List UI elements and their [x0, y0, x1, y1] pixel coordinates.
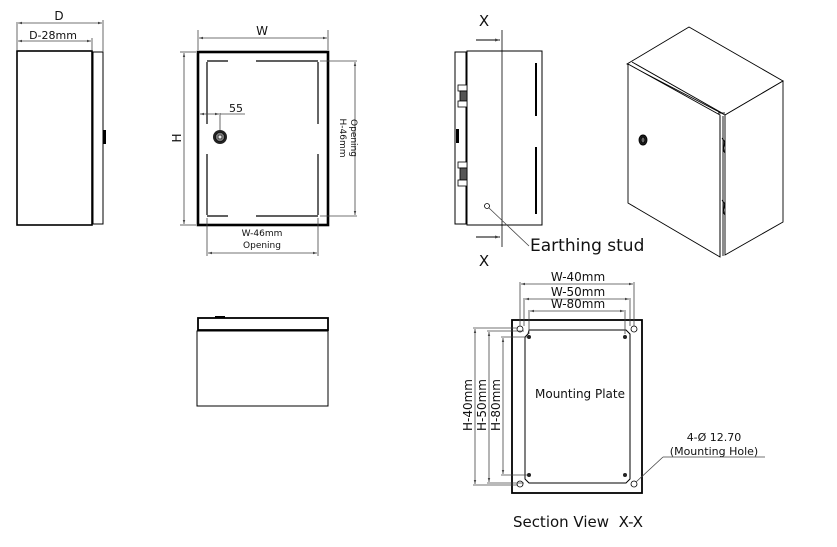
- mounting-hole-icon: [516, 480, 524, 488]
- bottom-lock: [215, 316, 225, 318]
- side-view: D D-28mm: [16, 9, 106, 226]
- right-view: X X Earthing stud: [454, 12, 644, 270]
- bottom-view: [196, 316, 329, 407]
- side-body: [16, 50, 93, 226]
- dim-55-label: 55: [229, 102, 243, 115]
- mounting-plate: [524, 329, 631, 484]
- earthing-stud-icon: [484, 203, 490, 209]
- mounting-plate-label: Mounting Plate: [535, 387, 625, 401]
- right-door: [454, 51, 467, 225]
- iso-lock-icon: [638, 134, 648, 146]
- dim-h-40-label: H-40mm: [461, 379, 475, 431]
- side-door: [92, 51, 104, 225]
- mounting-hole-icon: [630, 325, 638, 333]
- side-lock: [103, 130, 106, 144]
- iso-side: [724, 80, 784, 256]
- dim-w-50-label: W-50mm: [551, 285, 605, 299]
- hinge-icon: [457, 161, 468, 187]
- dim-h-opening-label: H-46mm: [337, 118, 347, 157]
- section-marker-top: X: [479, 12, 489, 30]
- section-view: W-40mm W-50mm W-80mm H-40mm H-50mm H-80m…: [461, 270, 765, 531]
- dim-w-80-label: W-80mm: [551, 297, 605, 311]
- isometric-view: [626, 26, 784, 258]
- section-view-title: Section View X-X: [513, 513, 643, 531]
- lock-icon: [213, 130, 227, 144]
- dim-w-opening-label-2: Opening: [243, 241, 281, 251]
- right-body: [466, 50, 543, 226]
- section-body: [511, 319, 643, 494]
- plate-stud-icon: [527, 473, 531, 477]
- dim-h-50-label: H-50mm: [475, 379, 489, 431]
- plate-stud-icon: [623, 473, 627, 477]
- dim-w-label: W: [256, 24, 268, 38]
- dim-h-80-label: H-80mm: [489, 379, 503, 431]
- dim-d-28-label: D-28mm: [29, 29, 77, 42]
- dim-d-label: D: [54, 9, 63, 23]
- plate-stud-icon: [623, 335, 627, 339]
- plate-stud-icon: [527, 335, 531, 339]
- dim-w-40-label: W-40mm: [551, 270, 605, 284]
- bottom-door: [197, 317, 329, 331]
- hole-spec-label-2: (Mounting Hole): [670, 445, 758, 458]
- earthing-stud-label: Earthing stud: [530, 236, 644, 256]
- front-view: 55 W H H-46mm Opening W-46mm Opening: [170, 24, 358, 256]
- dim-h-opening-label-2: Opening: [348, 119, 358, 157]
- dim-w-opening-label: W-46mm: [242, 229, 283, 239]
- front-door: [196, 50, 330, 227]
- mounting-hole-icon: [630, 480, 638, 488]
- hinge-icon: [457, 84, 468, 108]
- dim-h-label: H: [170, 133, 184, 142]
- hole-spec-label: 4-Ø 12.70: [687, 431, 742, 444]
- bottom-body: [196, 330, 329, 407]
- section-marker-bottom: X: [479, 252, 489, 270]
